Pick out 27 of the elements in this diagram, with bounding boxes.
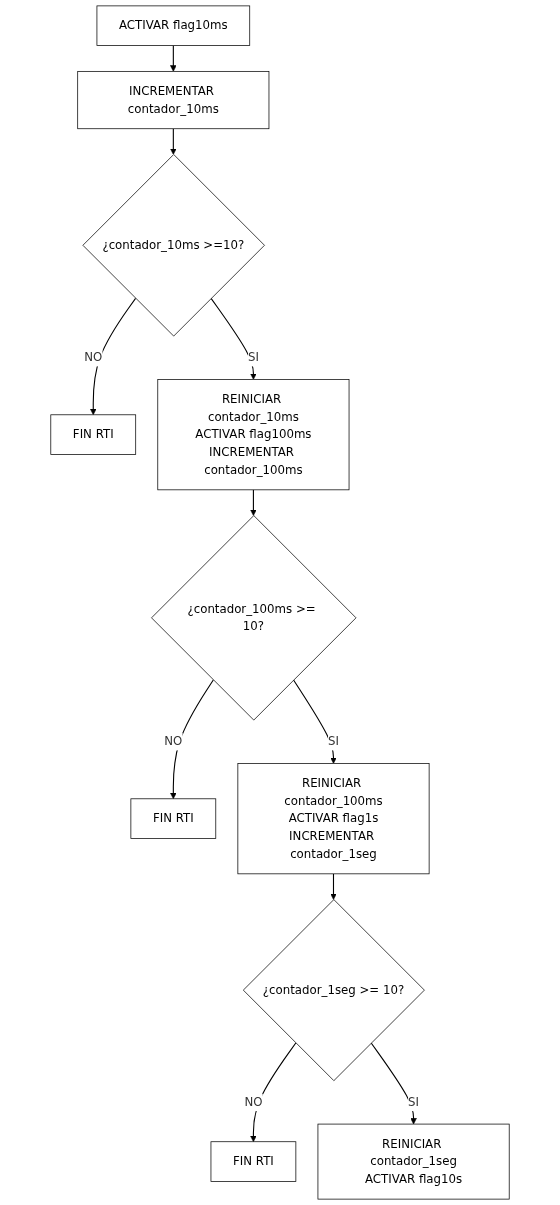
node-box: FIN RTI <box>50 414 137 455</box>
arrow <box>330 873 337 900</box>
node-box: FIN RTI <box>210 1141 297 1182</box>
arrow <box>250 489 257 516</box>
node-box: FIN RTI <box>130 798 217 839</box>
arrow <box>210 297 257 380</box>
edge-label: NO <box>164 734 183 749</box>
node-box: REINICIAR contador_10ms ACTIVAR flag100ms INCREMENTAR contador_100ms <box>157 379 350 491</box>
arrow <box>170 128 177 155</box>
edge-label: SI <box>247 350 259 365</box>
edge-label: SI <box>328 734 339 749</box>
node-diamond: ¿contador_100ms >= 10? <box>151 515 357 721</box>
node-box: REINICIAR contador_100ms ACTIVAR flag1s INCREMENTAR contador_1seg <box>237 763 430 875</box>
arrow <box>293 679 337 764</box>
arrow <box>90 297 137 416</box>
edge-label: SI <box>408 1095 420 1109</box>
node-diamond: ¿contador_10ms >=10? <box>82 154 265 337</box>
node-diamond: ¿contador_1seg >= 10? <box>242 899 425 1082</box>
node-box: ACTIVAR flag10ms <box>96 5 251 46</box>
arrow <box>370 1042 417 1125</box>
edge-label: NO <box>84 350 103 365</box>
node-box: INCREMENTAR contador_10ms <box>77 71 270 130</box>
node-box: REINICIAR contador_1seg ACTIVAR flag10s <box>317 1123 510 1200</box>
edge-label: NO <box>244 1095 263 1109</box>
arrow <box>170 45 177 72</box>
arrow <box>250 1042 297 1143</box>
arrow <box>170 679 214 800</box>
